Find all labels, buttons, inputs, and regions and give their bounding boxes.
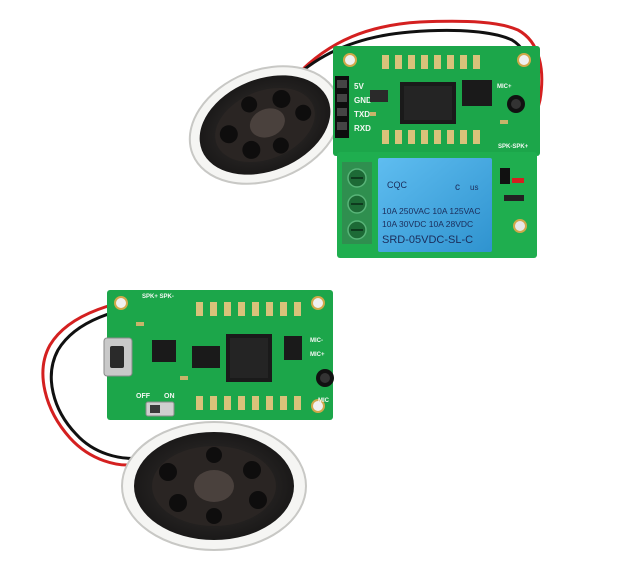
relay-mark-c: c: [455, 182, 460, 193]
pin-label-txd: TXD: [354, 110, 370, 119]
voice-board-top: 5V GND TXD RXD MIC+ SPK-SPK+: [333, 46, 540, 156]
speaker-top: [188, 65, 342, 185]
mic-label-board2-b: MIC+: [310, 352, 325, 358]
pin-label-5v: 5V: [354, 82, 364, 91]
relay-mark-cqc: CQC: [387, 180, 408, 190]
relay-line-2: 10A 30VDC 10A 28VDC: [382, 219, 473, 229]
spk-label-board2: SPK+ SPK-: [142, 294, 174, 300]
spk-label-board1: SPK-SPK+: [498, 144, 529, 150]
relay-line-1: 10A 250VAC 10A 125VAC: [382, 206, 480, 216]
pin-label-rxd: RXD: [354, 124, 371, 133]
relay-board: CQC c us 10A 250VAC 10A 125VAC 10A 30VDC…: [337, 152, 537, 258]
pin-label-gnd: GND: [354, 96, 372, 105]
relay-mark-us: us: [470, 183, 478, 192]
mic-label-board2-a: MIC-: [310, 338, 323, 344]
switch-on-label: ON: [164, 393, 175, 400]
mic-label-board1: MIC+: [497, 84, 512, 90]
black-wire-bottom: [49, 302, 159, 460]
speaker-bottom: [121, 421, 307, 551]
voice-board-bottom: SPK+ SPK- MIC- MIC+ MIC OFF ON: [103, 290, 334, 420]
switch-off-label: OFF: [136, 393, 151, 400]
mic-label-board2-c: MIC: [318, 398, 330, 404]
relay-model: SRD-05VDC-SL-C: [382, 234, 473, 246]
red-wire-bottom: [41, 294, 163, 467]
